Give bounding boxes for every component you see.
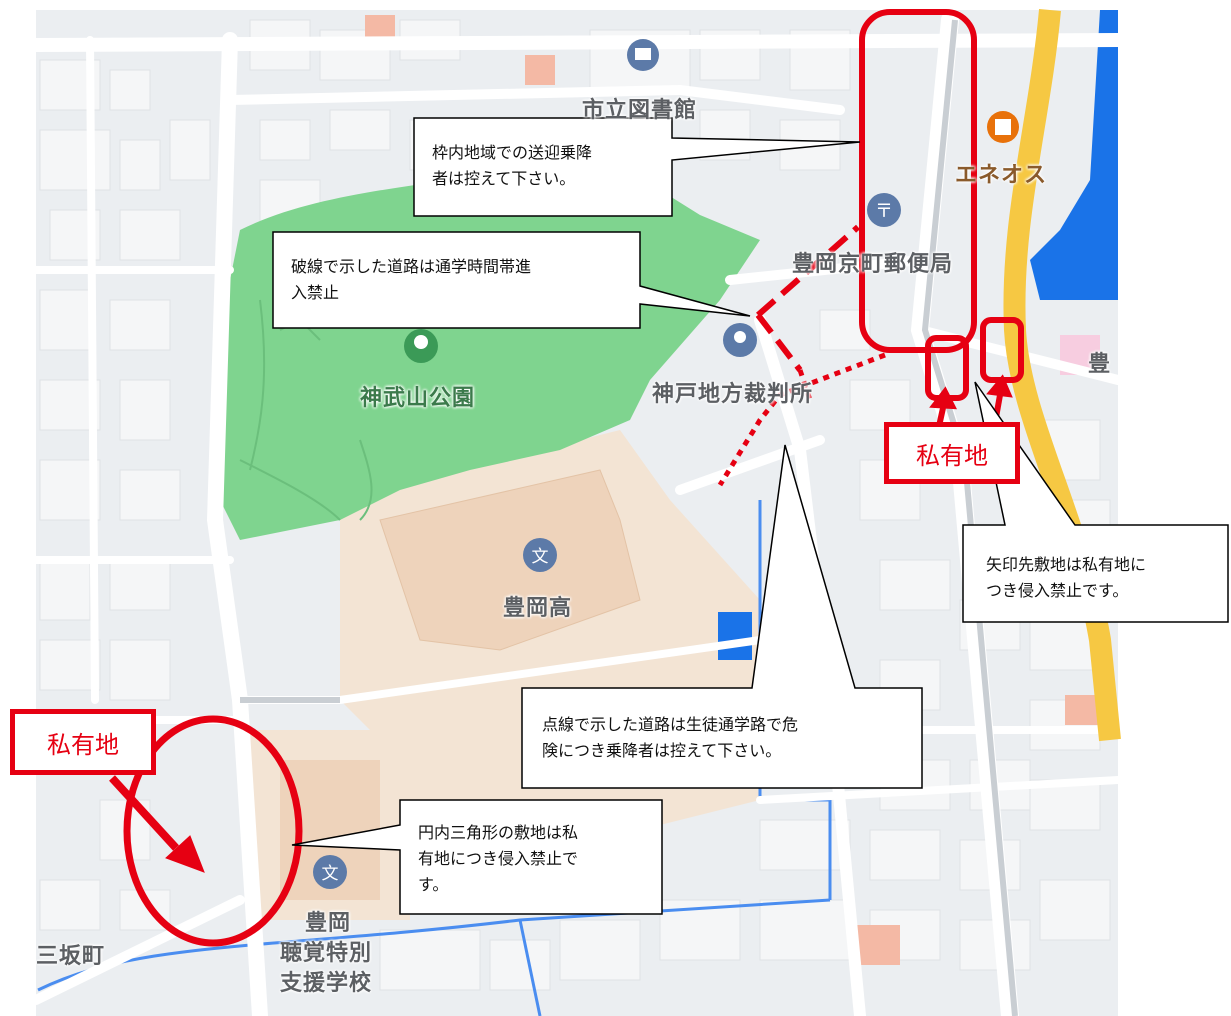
callout-arrow-line1: 矢印先敷地は私有地に [986, 555, 1147, 574]
callout-dashed-line1: 破線で示した道路は通学時間帯進 [291, 257, 532, 276]
high-school-label: 豊岡高 [503, 596, 573, 621]
library-icon [627, 39, 659, 71]
callout-frame-text: 枠内地域での送迎乗降 者は控えて下さい。 [432, 140, 592, 192]
annotation-frame-rect [859, 9, 977, 353]
building-blocks [39, 19, 1111, 991]
callout-circle-line2: 有地につき侵入禁止で [418, 849, 579, 868]
callout-dashed-bubble [272, 231, 751, 329]
annotation-arrow-left [109, 775, 205, 873]
callout-frame-bubble [413, 117, 861, 217]
annotation-circle [123, 715, 303, 947]
map-blank-margin-right [1118, 10, 1231, 1016]
building-pink-2 [525, 55, 555, 85]
callout-circle-line1: 円内三角形の敷地は私 [418, 823, 579, 842]
callout-arrow-text: 矢印先敷地は私有地に つき侵入禁止です。 [986, 552, 1146, 604]
high-school-icon: 文 [523, 538, 557, 572]
dotted-roads [717, 352, 886, 487]
dashed-roads [755, 224, 860, 372]
library-label: 市立図書館 [582, 98, 698, 123]
svg-text:〒: 〒 [875, 201, 893, 222]
callout-dotted-bubble [521, 444, 923, 789]
callout-dashed-line2: 入禁止 [291, 283, 340, 302]
school-label-line1: 豊岡 [305, 911, 352, 936]
callout-circle-text: 円内三角形の敷地は私 有地につき侵入禁止で す。 [418, 820, 578, 898]
gas-station-icon [987, 111, 1019, 143]
callout-dashed-text: 破線で示した道路は通学時間帯進 入禁止 [291, 254, 531, 306]
private-land-label-left: 私有地 [10, 709, 156, 775]
callout-dotted-text: 点線で示した道路は生徒通学路で危 険につき乗降者は控えて下さい。 [542, 712, 798, 764]
river [1030, 10, 1118, 300]
callout-arrow-line2: つき侵入禁止です。 [986, 581, 1129, 600]
callout-arrow-bubble [962, 381, 1229, 623]
eneos-label: エネオス [955, 163, 1048, 188]
special-school-icon: 文 [313, 855, 347, 889]
post-office-icon: 〒 [867, 193, 901, 227]
callout-frame-line1: 枠内地域での送迎乗降 [432, 143, 593, 162]
park-icon [404, 329, 438, 363]
callout-frame-line2: 者は控えて下さい。 [432, 169, 576, 188]
callout-dotted-line2: 険につき乗降者は控えて下さい。 [542, 741, 782, 760]
callout-circle-bubble [291, 799, 663, 915]
svg-text:文: 文 [322, 864, 339, 884]
post-office-label: 豊岡京町郵便局 [792, 252, 954, 277]
callout-dotted-line1: 点線で示した道路は生徒通学路で危 [542, 715, 799, 734]
park-label: 神武山公園 [360, 386, 476, 411]
court-icon [723, 323, 757, 357]
private-land-label-top: 私有地 [884, 422, 1020, 484]
edge-label: 豊 [1088, 352, 1112, 377]
pond [718, 612, 752, 660]
town-label: 三坂町 [36, 944, 106, 969]
school-building [379, 469, 641, 651]
school-label-line2: 聴覚特別 [280, 941, 373, 966]
svg-text:文: 文 [532, 547, 549, 567]
court-label: 神戸地方裁判所 [652, 382, 814, 407]
school-label-line3: 支援学校 [280, 971, 373, 996]
callout-circle-line3: す。 [418, 875, 449, 894]
